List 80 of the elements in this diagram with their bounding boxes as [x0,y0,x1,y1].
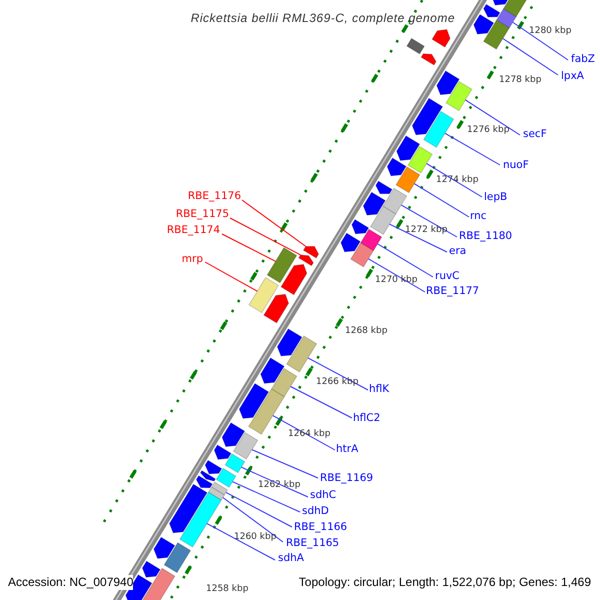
gene-marker [302,246,320,259]
gene-label: rnc [470,209,487,223]
gene-marker [248,388,285,435]
gene-label: lepB [484,190,508,204]
gene-marker [423,110,454,148]
gene-marker [224,453,246,474]
gene-label: RBE_1176 [188,189,241,203]
gene-marker [406,38,425,54]
gene-marker [407,146,433,174]
leader-line [444,132,500,166]
scale-label: 1276 kbp [467,124,510,136]
gene-marker [263,294,290,324]
scale-label: 1278 kbp [499,74,542,86]
gene-label: nuoF [503,158,529,172]
gene-marker [216,468,236,488]
leader-line [502,38,558,76]
gene-marker [280,264,308,296]
gene-marker [266,247,298,284]
gene-label: lpxA [561,69,584,83]
gene-label: RBE_1166 [294,520,348,534]
leader-line [206,523,276,560]
leader-line [240,466,308,498]
gene-marker [350,242,374,268]
leader-line [464,99,520,136]
genome-summary: Topology: circular; Length: 1,522,076 bp; Genes: 1,469 [298,575,591,590]
scale-label: 1280 kbp [529,25,572,37]
gene-label: era [449,244,466,258]
accession-text: Accession: NC_007940 [8,575,134,590]
gene-marker [164,542,192,574]
gene-label: RBE_1175 [176,207,229,221]
gene-label: hflC2 [353,411,380,425]
gene-marker [432,29,451,48]
gene-marker [483,19,510,50]
gene-marker [232,432,258,460]
gene-label: RBE_1169 [320,471,374,485]
leader-line [400,204,458,238]
gene-marker [420,53,437,66]
scale-label: 1262 kbp [258,479,300,491]
gene-label: RBE_1180 [459,229,512,243]
gene-label: sdhA [278,551,304,565]
gene-marker [382,188,408,215]
gene-marker [446,80,472,112]
gene-label: fabZ [571,52,595,66]
leader-line [414,183,470,218]
leader-line [230,218,302,256]
gene-marker [298,254,314,266]
leader-line [222,497,284,542]
leader-line [426,163,482,198]
gene-label: hflK [369,382,390,396]
map-title: Rickettsia bellii RML369-C, complete genome [190,10,455,27]
gene-label: sdhC [310,488,336,502]
leader-line [308,357,368,390]
scale-label: 1272 kbp [405,224,448,236]
gene-marker [286,335,318,373]
leader-line [225,492,292,528]
gene-label: secF [523,127,547,141]
gene-marker [179,492,222,548]
gene-marker [360,228,382,252]
gene-marker [248,277,279,314]
gene-label: RBE_1177 [426,284,480,298]
gene-marker [270,368,298,398]
gene-marker [496,8,517,28]
gene-label: sdhD [302,504,329,518]
leader-line [368,258,426,292]
gene-label: RBE_1174 [166,223,220,237]
leader-line [512,22,568,60]
gene-label: htrA [336,442,358,456]
leader-line [377,243,434,278]
gene-label: mrp [182,252,203,266]
scale-label: 1260 kbp [234,531,276,543]
leader-line [222,234,276,262]
gene-marker [370,206,396,236]
leader-line [232,481,300,512]
gene-label: ruvC [435,269,460,283]
gene-marker [395,166,420,194]
leader-line [252,449,318,478]
gene-label: RBE_1165 [286,536,340,550]
scale-label: 1258 kbp [206,583,248,595]
scale-label: 1268 kbp [345,325,388,337]
leader-line [242,200,306,247]
